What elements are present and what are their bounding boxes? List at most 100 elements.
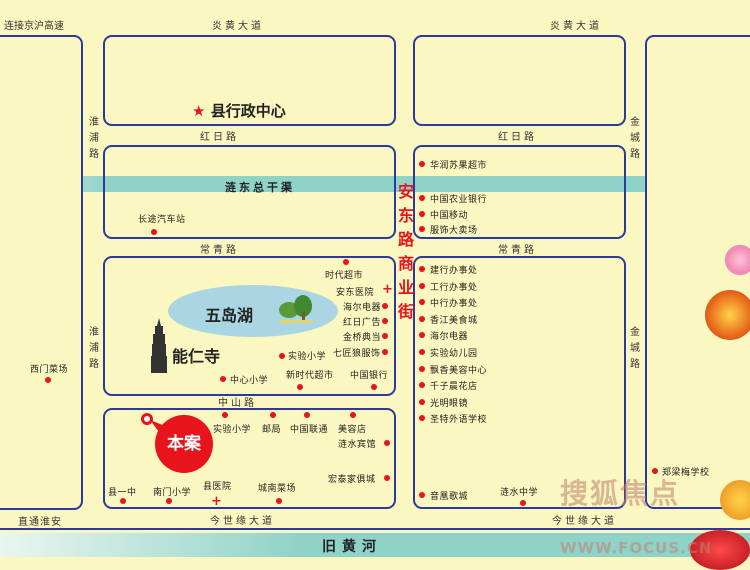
poi-dot-icon — [384, 440, 390, 446]
block-e — [413, 35, 626, 126]
poi-dot-icon — [382, 333, 388, 339]
block-a — [103, 35, 396, 126]
poi-label[interactable]: 实验幼儿园 — [430, 349, 478, 359]
poi-label[interactable]: 涟水中学 — [500, 488, 539, 498]
county-gov-label[interactable]: ★ 县行政中心 — [192, 102, 286, 120]
poi-dot-icon — [419, 349, 425, 355]
commercial-street-label: 安东路商业街 — [397, 182, 414, 321]
block-west — [0, 35, 83, 510]
poi-label[interactable]: 安东医院 — [336, 288, 375, 298]
poi-dot-icon — [419, 365, 425, 372]
poi-dot-icon — [419, 195, 425, 201]
poi-label[interactable]: 长途汽车站 — [138, 215, 186, 225]
poi-label[interactable]: 中心小学 — [230, 376, 269, 386]
poi-dot-icon — [419, 332, 425, 339]
road-label: 金城路 — [630, 327, 640, 370]
poi-label[interactable]: 实验小学 — [288, 352, 327, 362]
block-f — [413, 145, 626, 239]
poi-label[interactable]: 香江美食城 — [430, 315, 478, 326]
poi-label[interactable]: 中国联通 — [290, 425, 329, 435]
poi-dot-icon — [419, 382, 425, 389]
watermark-logo: 搜狐焦点 — [560, 477, 681, 510]
poi-label[interactable]: 县医院 — [203, 482, 232, 492]
poi-dot-icon — [270, 412, 276, 418]
poi-label[interactable]: 县一中 — [108, 488, 137, 498]
poi-dot-icon — [419, 492, 425, 498]
poi-label[interactable]: 南门小学 — [153, 488, 192, 498]
canal-band — [0, 176, 750, 192]
poi-dot-icon — [652, 468, 658, 474]
poi-dot-icon — [419, 299, 425, 306]
road-label: 金城路 — [630, 117, 640, 160]
poi-dot-icon — [419, 282, 425, 289]
road-label: 中山路 — [218, 398, 257, 409]
poi-label[interactable]: 工行办事处 — [430, 282, 478, 293]
poi-dot-icon — [419, 161, 425, 167]
hospital-cross-icon: + — [382, 282, 393, 297]
poi-label[interactable]: 千子晨花店 — [430, 382, 478, 393]
poi-label[interactable]: 海尔电器 — [343, 303, 382, 313]
poi-dot-icon — [419, 415, 425, 422]
poi-dot-icon — [350, 412, 356, 418]
star-icon: ★ — [192, 102, 206, 120]
poi-dot-icon — [222, 412, 228, 418]
road-label: 红日路 — [498, 132, 537, 143]
flower-decoration — [705, 290, 750, 340]
poi-dot-icon — [419, 211, 425, 217]
road-label: 连接京沪高速 — [4, 21, 64, 32]
poi-label[interactable]: 光明眼镜 — [430, 398, 469, 409]
poi-label[interactable]: 建行办事处 — [430, 266, 478, 276]
poi-label[interactable]: 宏泰家俱城 — [328, 475, 376, 485]
poi-dot-icon — [343, 259, 349, 265]
road-label: 炎黄大道 — [550, 21, 602, 32]
poi-dot-icon — [382, 349, 388, 355]
block-d — [103, 408, 396, 509]
poi-label[interactable]: 红日广告 — [343, 318, 382, 328]
poi-label[interactable]: 海尔电器 — [430, 332, 469, 343]
poi-label[interactable]: 七匠狼服饰 — [333, 349, 381, 359]
poi-label[interactable]: 服饰大卖场 — [430, 226, 478, 236]
poi-label[interactable]: 中国农业银行 — [430, 195, 488, 205]
poi-label[interactable]: 涟水宾馆 — [338, 440, 377, 450]
poi-dot-icon — [419, 266, 425, 272]
poi-label[interactable]: 新时代超市 — [286, 371, 334, 381]
poi-label[interactable]: 中国银行 — [350, 371, 389, 381]
river-label: 旧黄河 — [322, 539, 382, 555]
project-marker[interactable]: 本案 — [155, 415, 213, 473]
poi-dot-icon — [166, 498, 172, 504]
poi-label[interactable]: 华润苏果超市 — [430, 161, 488, 171]
poi-dot-icon — [304, 412, 310, 418]
poi-label[interactable]: 金桥典当 — [343, 333, 382, 343]
poi-dot-icon — [382, 318, 388, 324]
block-g — [413, 256, 626, 509]
poi-dot-icon — [419, 226, 425, 232]
road-label: 淮浦路 — [89, 117, 99, 160]
road-label: 今世缘大道 — [210, 516, 275, 527]
river-band — [0, 533, 750, 557]
poi-label[interactable]: 城南菜场 — [258, 484, 297, 494]
poi-label[interactable]: 音凰歌城 — [430, 492, 469, 502]
road-label: 炎黄大道 — [212, 21, 264, 32]
poi-dot-icon — [520, 500, 526, 506]
poi-dot-icon — [384, 475, 390, 481]
flower-decoration — [725, 245, 750, 275]
poi-label[interactable]: 飘香美容中心 — [430, 365, 488, 376]
temple-label: 能仁寺 — [172, 347, 221, 366]
poi-label[interactable]: 中国移动 — [430, 211, 469, 221]
pagoda-icon — [150, 318, 168, 377]
poi-dot-icon — [419, 315, 425, 322]
poi-label[interactable]: 时代超市 — [325, 271, 364, 281]
poi-label[interactable]: 美容店 — [338, 425, 367, 435]
poi-dot-icon — [382, 303, 388, 309]
road-label: 直通淮安 — [18, 517, 62, 528]
poi-label[interactable]: 邮局 — [262, 425, 282, 435]
poi-label[interactable]: 圣特外语学校 — [430, 415, 488, 426]
poi-label[interactable]: 中行办事处 — [430, 299, 478, 310]
poi-label[interactable]: 郑梁梅学校 — [662, 468, 710, 478]
road-label: 常青路 — [498, 245, 537, 256]
watermark-url: WWW.FOCUS.CN — [560, 539, 713, 557]
poi-label[interactable]: 实验小学 — [213, 425, 252, 435]
poi-dot-icon — [297, 384, 303, 390]
poi-label[interactable]: 西门菜场 — [30, 365, 69, 375]
poi-dot-icon — [371, 384, 377, 390]
